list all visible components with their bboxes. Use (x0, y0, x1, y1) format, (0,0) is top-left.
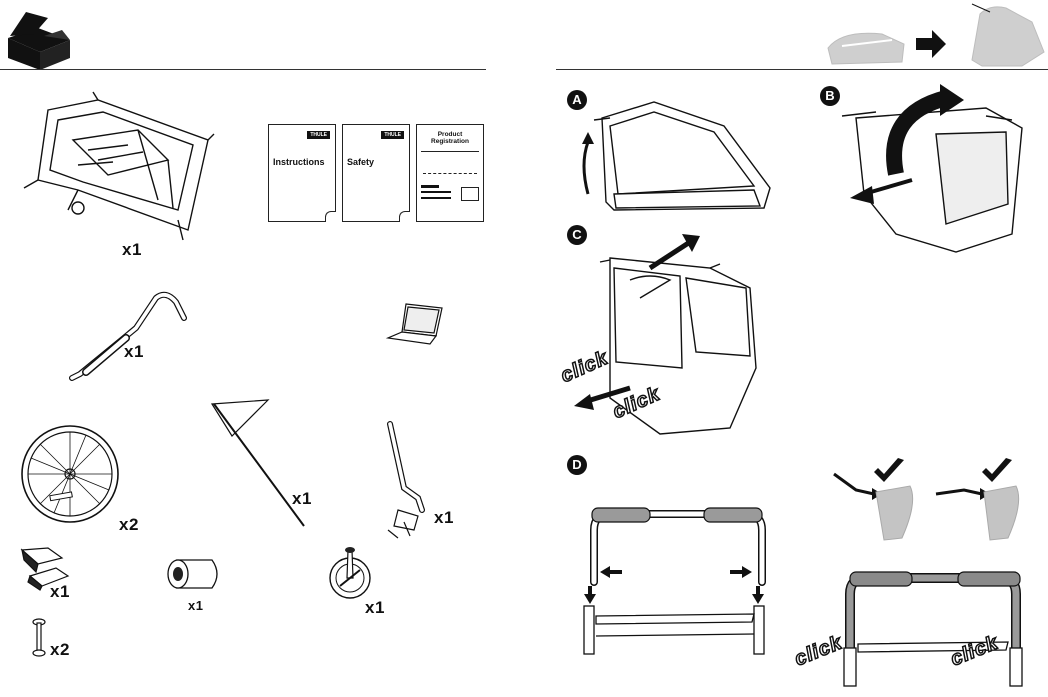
flag-qty: x1 (292, 489, 312, 508)
check-icon (874, 458, 904, 482)
instructions-title: Instructions (273, 157, 325, 167)
wheel-illustration (21, 425, 119, 523)
bolts-qty: x2 (50, 640, 70, 659)
registration-title: Product Registration (431, 131, 469, 145)
box (461, 187, 479, 201)
trailer-illustration (23, 91, 215, 241)
step-d-badge: D (567, 455, 587, 475)
wheels-qty: x2 (119, 515, 139, 534)
step-b-badge: B (820, 86, 840, 106)
page-fold (399, 211, 410, 222)
divider (421, 151, 479, 152)
step-d-installed-illustration (843, 571, 1023, 687)
bolt-illustration (32, 618, 46, 657)
safety-booklet: THULE Safety (342, 124, 410, 222)
safety-title: Safety (347, 157, 375, 167)
step-c-illustration (574, 234, 757, 435)
brand-label: THULE (381, 131, 404, 139)
header-rule-right (556, 69, 1048, 70)
handlebar-qty: x1 (124, 342, 144, 361)
registration-card: Product Registration (416, 124, 484, 222)
fabric-roll-illustration (167, 559, 218, 589)
laptop-icon (385, 303, 443, 345)
hitch-qty: x1 (365, 598, 385, 617)
handlebar-illustration (69, 291, 187, 381)
clip-illustration (20, 547, 70, 591)
bar (421, 197, 451, 199)
brand-label: THULE (307, 131, 330, 139)
roll-qty: x1 (188, 598, 204, 613)
step-c-badge: C (567, 225, 587, 245)
divider (423, 173, 477, 174)
header-transition-illustration (827, 3, 1045, 67)
bar (421, 185, 439, 188)
step-b-illustration (841, 84, 1023, 253)
tow-arm-illustration (387, 421, 425, 539)
detail-insert-right-illustration (935, 485, 1020, 541)
clips-qty: x1 (50, 582, 70, 601)
safety-flag-illustration (210, 399, 305, 527)
step-a-badge: A (567, 90, 587, 110)
detail-insert-left-illustration (833, 472, 914, 541)
trailer-qty: x1 (122, 240, 142, 259)
step-d-handlebar-illustration (583, 507, 766, 655)
tow-arm-qty: x1 (434, 508, 454, 527)
box-icon (8, 12, 70, 70)
step-a-illustration (582, 101, 771, 211)
header-rule-left (0, 69, 486, 70)
page-fold (325, 211, 336, 222)
hitch-illustration (329, 547, 371, 599)
check-icon (982, 458, 1012, 482)
instructions-booklet: THULE Instructions (268, 124, 336, 222)
bar (421, 191, 451, 193)
